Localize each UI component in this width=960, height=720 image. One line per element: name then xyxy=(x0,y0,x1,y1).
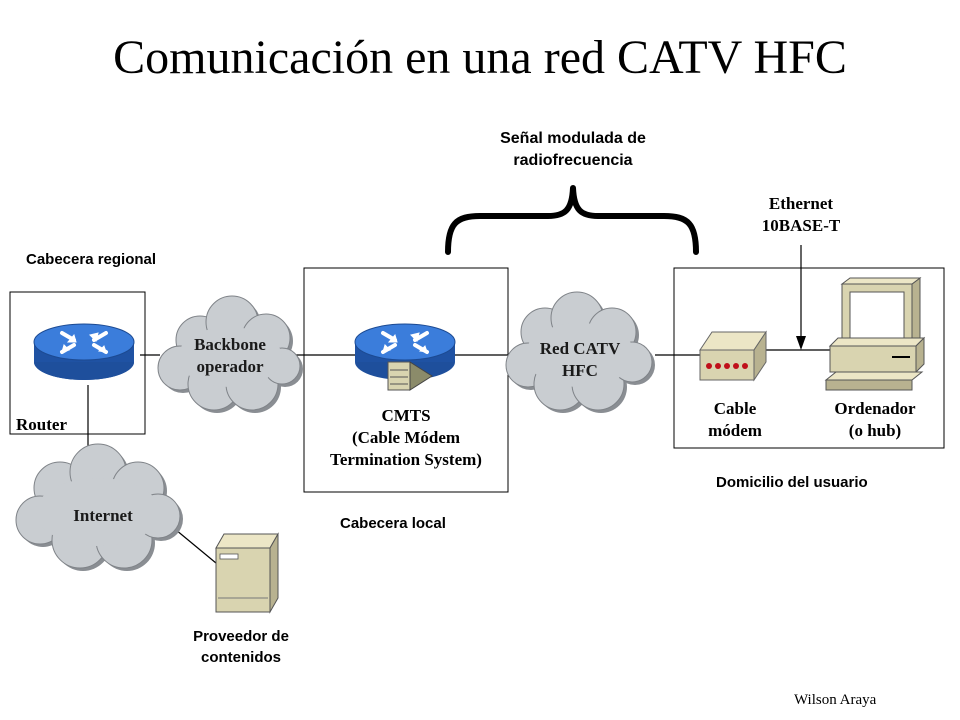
ethernet-label-line1: Ethernet xyxy=(768,194,834,213)
cabecera-regional-label: Cabecera regional xyxy=(26,251,157,268)
proveedor-label-line1: Proveedor de xyxy=(193,628,289,645)
cable-modem-label: Cable módem xyxy=(690,398,780,442)
cable-modem-icon xyxy=(699,330,767,382)
computer-icon xyxy=(824,277,926,391)
cabecera-local-label: Cabecera local xyxy=(340,515,446,532)
cmts-label-line3: Termination System) xyxy=(330,450,482,469)
ordenador-label: Ordenador (o hub) xyxy=(810,398,940,442)
curly-brace xyxy=(445,185,699,255)
red-catv-label-line1: Red CATV xyxy=(539,339,621,358)
server-icon xyxy=(215,532,279,614)
ethernet-label-line2: 10BASE-T xyxy=(761,216,841,235)
ethernet-label: Ethernet 10BASE-T xyxy=(741,193,861,237)
router-icon xyxy=(33,323,135,380)
cmts-label-line2: (Cable Módem xyxy=(351,428,461,447)
proveedor-label: Proveedor de contenidos xyxy=(166,626,316,668)
cmts-icon xyxy=(354,323,456,391)
backbone-cloud-icon xyxy=(157,295,303,413)
backbone-label: Backbone operador xyxy=(175,334,285,378)
backbone-label-line2: operador xyxy=(196,357,264,376)
backbone-label-line1: Backbone xyxy=(194,335,266,354)
ordenador-label-line2: (o hub) xyxy=(848,421,902,440)
signal-label: Señal modulada de radiofrecuencia xyxy=(453,128,693,172)
page-title: Comunicación en una red CATV HFC xyxy=(113,31,847,84)
internet-cloud-icon xyxy=(15,443,183,571)
cabecera-local-box xyxy=(303,267,509,493)
router-label: Router xyxy=(16,415,67,434)
cabecera-regional-box xyxy=(9,291,146,435)
cmts-label-line1: CMTS xyxy=(381,406,431,425)
red-catv-label: Red CATV HFC xyxy=(525,338,635,382)
proveedor-label-line2: contenidos xyxy=(200,649,281,666)
signal-label-line2: radiofrecuencia xyxy=(513,152,633,169)
signal-label-line1: Señal modulada de xyxy=(500,130,646,147)
cable-modem-label-line2: módem xyxy=(708,421,762,440)
domicilio-label: Domicilio del usuario xyxy=(716,474,868,491)
cable-modem-label-line1: Cable xyxy=(713,399,757,418)
red-catv-cloud-icon xyxy=(505,291,655,413)
domicilio-box xyxy=(673,267,945,449)
red-catv-label-line2: HFC xyxy=(562,361,598,380)
author-label: Wilson Araya xyxy=(794,692,877,708)
connection-lines xyxy=(87,349,830,569)
ordenador-label-line1: Ordenador xyxy=(834,399,916,418)
cmts-label: CMTS (Cable Módem Termination System) xyxy=(304,405,508,471)
ethernet-arrow xyxy=(796,245,806,350)
internet-label: Internet xyxy=(73,506,133,525)
